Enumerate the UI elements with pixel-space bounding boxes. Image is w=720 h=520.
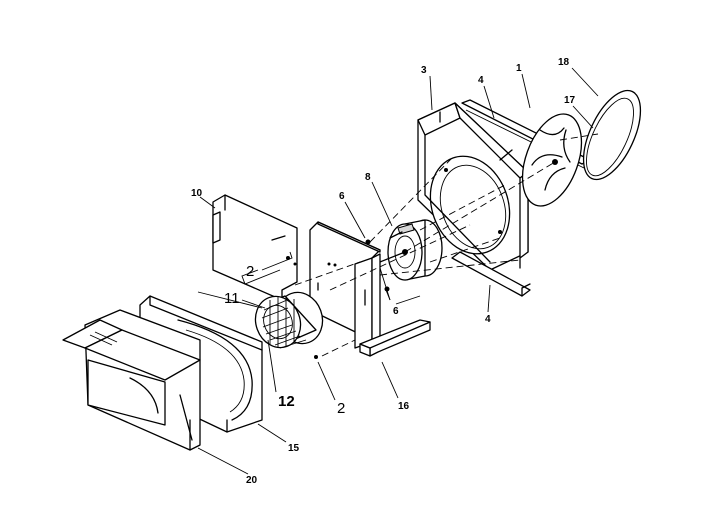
part-18-rear-cover (582, 89, 642, 181)
callouts: 3 4 1 18 17 8 6 10 2 11 6 4 12 2 16 15 2… (191, 57, 576, 486)
callout-2-lower: 2 (337, 400, 345, 417)
part-20-front-panel (62, 309, 201, 451)
callout-18: 18 (558, 57, 570, 68)
callout-10: 10 (191, 188, 203, 199)
callout-6-lower: 6 (393, 306, 399, 317)
assembly-lines (294, 133, 599, 357)
callout-6-upper: 6 (339, 191, 345, 202)
part-3-rear-shroud (417, 102, 529, 271)
callout-17: 17 (564, 95, 576, 106)
part-16-drain-strip (359, 319, 431, 357)
part-2-screws (293, 262, 331, 359)
callout-1: 1 (516, 63, 522, 74)
callout-20: 20 (246, 475, 258, 486)
callout-2-upper: 2 (246, 263, 254, 280)
callout-4-lower: 4 (485, 314, 491, 325)
part-4-lower-bracket (451, 251, 531, 297)
callout-8: 8 (365, 172, 371, 183)
callout-3: 3 (421, 65, 427, 76)
callout-11: 11 (224, 290, 240, 307)
callout-12: 12 (278, 393, 295, 410)
part-10-side-panel (212, 194, 298, 301)
leader-lines (197, 67, 599, 475)
callout-4-upper: 4 (478, 75, 484, 86)
part-12-blower-wheel (254, 291, 324, 349)
callout-15: 15 (288, 443, 300, 454)
callout-16: 16 (398, 401, 410, 412)
part-8-motor (379, 219, 443, 281)
part-1-fan-blade (521, 113, 583, 207)
